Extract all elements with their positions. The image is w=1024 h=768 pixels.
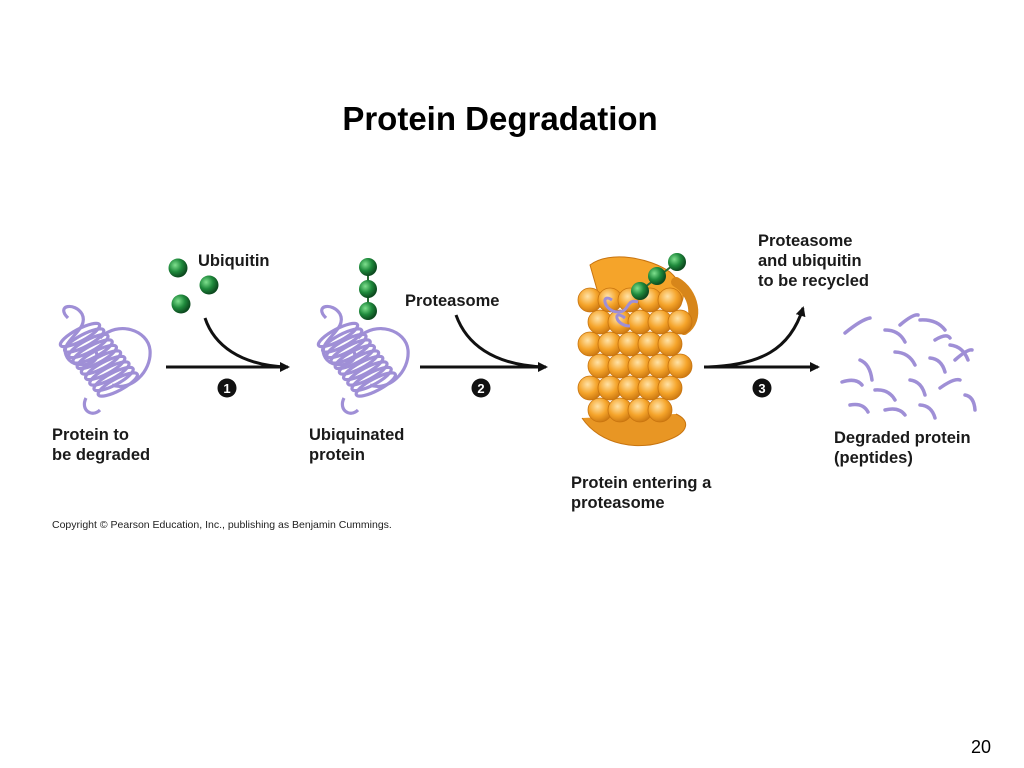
protein-entering-label-line2: proteasome [571, 494, 665, 512]
step-3-badge: 3 [752, 378, 772, 398]
degraded-protein-label-line2: (peptides) [834, 449, 913, 467]
coiled-protein-icon [58, 304, 152, 415]
protein-to-be-degraded-label-line2: be degraded [52, 446, 151, 464]
ubiquitin-molecule-icon [359, 302, 377, 320]
protein-to-be-degraded-label-line1: Protein to [52, 426, 129, 444]
ubiquitin-molecule-icon [359, 280, 377, 298]
ubiquitin-molecule-icon [359, 258, 377, 276]
page-number: 20 [970, 737, 991, 757]
ubiquitin-molecule-icon [168, 258, 188, 278]
ubiquitin-molecule-icon [171, 294, 191, 314]
svg-text:3: 3 [758, 381, 765, 396]
ubiquitin-molecule-icon [668, 253, 686, 271]
step-2-badge: 2 [471, 378, 491, 398]
proteasome-join-curve [454, 314, 545, 369]
ubiquitin-molecule-icon [199, 275, 219, 295]
recycled-label-line3: to be recycled [758, 272, 869, 290]
step-1-badge: 1 [217, 378, 237, 398]
slide-title: Protein Degradation [342, 100, 658, 137]
proteasome-label: Proteasome [405, 292, 500, 310]
recycle-arrow [707, 306, 806, 369]
peptide-fragments-icon [840, 313, 977, 420]
protein-entering-label-line1: Protein entering a [571, 474, 712, 492]
ubiquitin-label: Ubiquitin [198, 252, 270, 270]
recycled-label-line1: Proteasome [758, 232, 853, 250]
copyright-notice: Copyright © Pearson Education, Inc., pub… [52, 519, 392, 531]
recycled-label-line2: and ubiquitin [758, 252, 862, 270]
ubiquinated-protein-label-line2: protein [309, 446, 365, 464]
ubiquinated-protein-label-line1: Ubiquinated [309, 426, 405, 444]
svg-text:1: 1 [223, 381, 230, 396]
ubiquitin-molecule-icon [631, 282, 649, 300]
ubiquitin-molecule-icon [648, 267, 666, 285]
ubiquitin-join-curve [203, 317, 287, 369]
ubiquinated-protein-icon [316, 304, 410, 415]
degraded-protein-label-line1: Degraded protein [834, 429, 971, 447]
svg-text:2: 2 [477, 381, 484, 396]
